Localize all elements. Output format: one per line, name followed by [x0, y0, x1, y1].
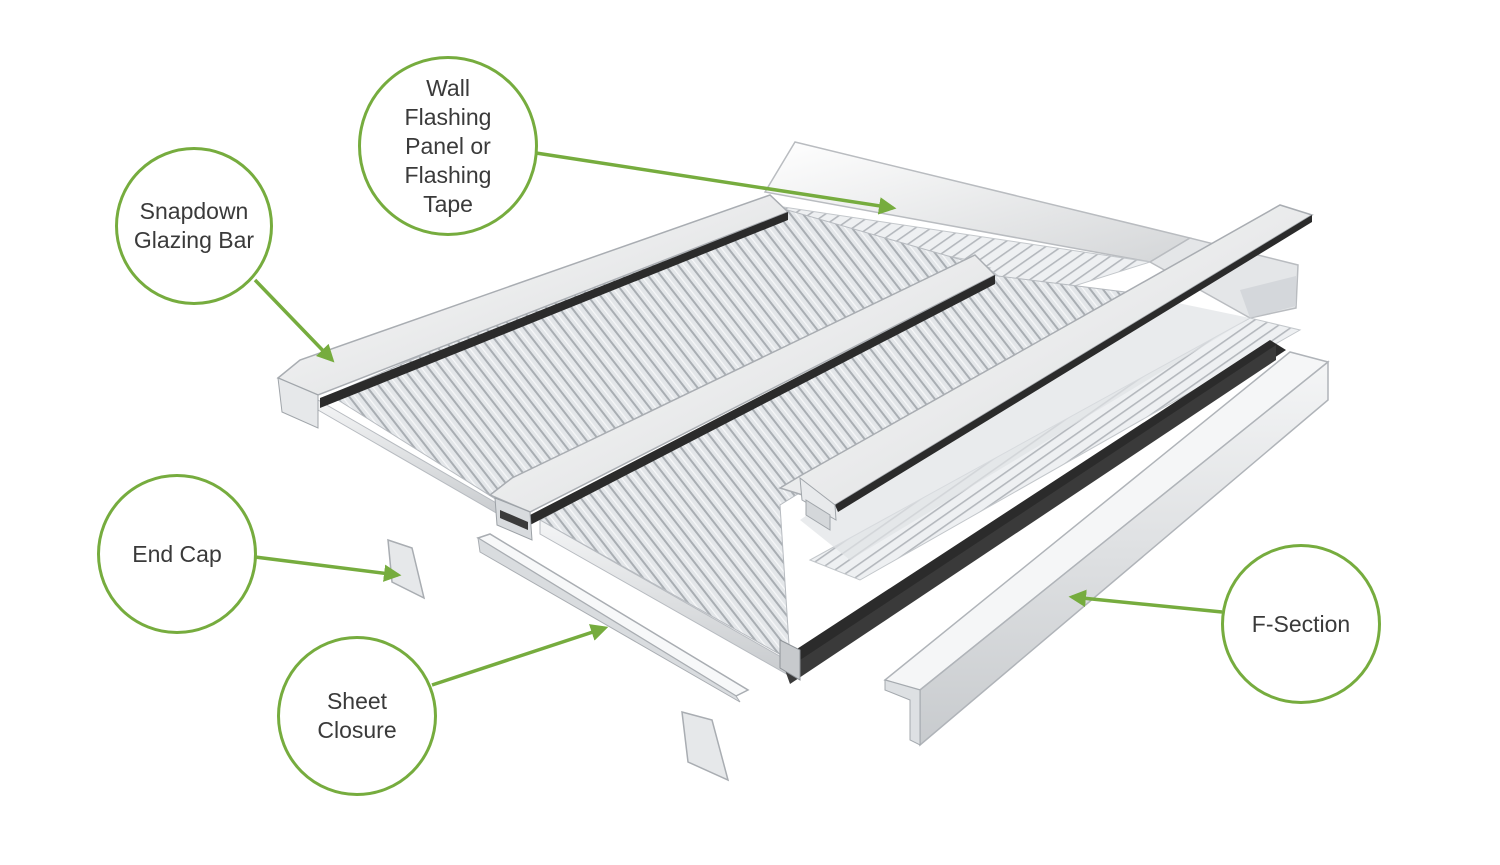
callout-snapdown-glazing-bar: Snapdown Glazing Bar: [115, 147, 273, 305]
leader-arrows: [253, 151, 1223, 687]
end-cap-left: [387, 538, 426, 600]
callout-wall-flashing: Wall Flashing Panel or Flashing Tape: [358, 56, 538, 236]
eaves-bar: [779, 340, 1286, 684]
callout-end-cap: End Cap: [97, 474, 257, 634]
snapdown-glazing-bar-left: [276, 194, 790, 429]
callout-sheet-closure-label: Sheet Closure: [317, 688, 397, 743]
callout-snapdown-label: Snapdown Glazing Bar: [133, 198, 255, 253]
arrow-snapdown: [253, 278, 335, 363]
arrow-end-cap: [254, 555, 402, 582]
end-cap-right: [681, 710, 730, 782]
callout-f-section: F-Section: [1221, 544, 1381, 704]
snapdown-glazing-bar-middle: [488, 254, 997, 541]
arrow-sheet-closure: [431, 624, 609, 687]
polycarbonate-sheet-right: [800, 292, 1302, 581]
arrow-wall-flashing: [535, 151, 897, 215]
callout-f-section-label: F-Section: [1251, 610, 1351, 637]
callout-wall-flashing-label: Wall Flashing Panel or Flashing Tape: [404, 74, 492, 217]
callout-end-cap-label: End Cap: [132, 540, 222, 567]
arrow-f-section: [1068, 589, 1223, 614]
sheet-closure: [476, 533, 750, 703]
snapdown-glazing-bar-right: [778, 204, 1314, 531]
callout-sheet-closure: Sheet Closure: [277, 636, 437, 796]
f-section: [883, 351, 1330, 747]
